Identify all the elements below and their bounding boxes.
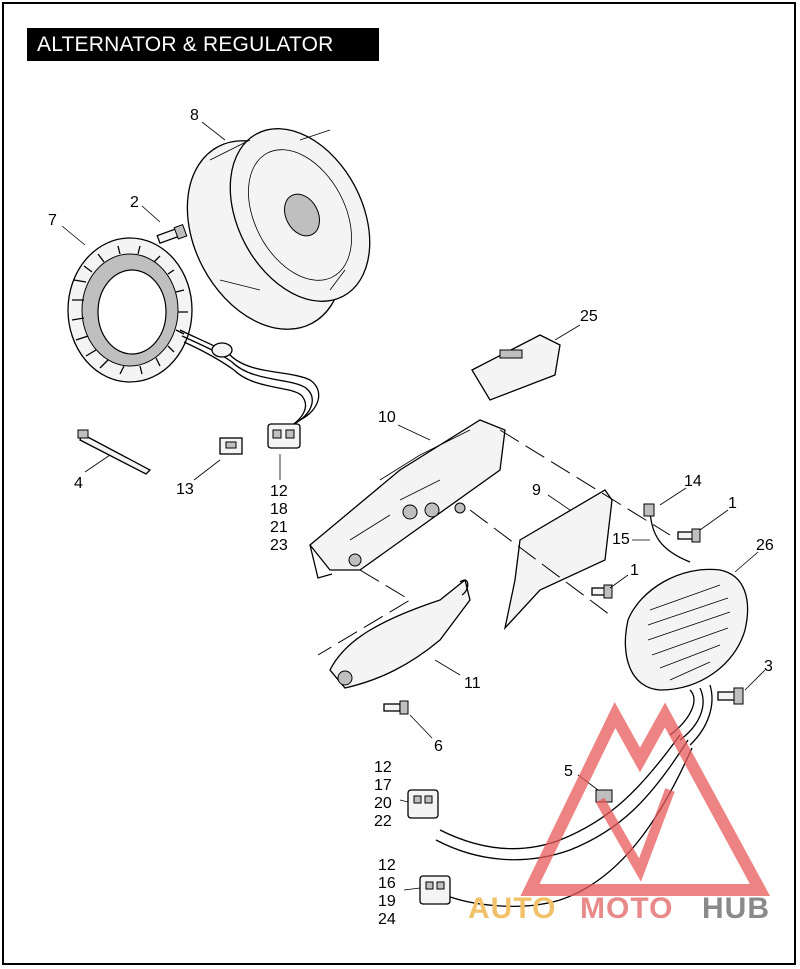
callout-13: 13 bbox=[176, 481, 194, 498]
callout-14: 14 bbox=[684, 473, 702, 490]
callout-19: 19 bbox=[378, 893, 396, 910]
diagram-title: ALTERNATOR & REGULATOR bbox=[27, 28, 379, 61]
callout-16: 16 bbox=[378, 875, 396, 892]
callout-6: 6 bbox=[434, 738, 443, 755]
regulator-output-harness bbox=[407, 734, 693, 907]
voltage-regulator-26 bbox=[624, 568, 749, 746]
screw-1b bbox=[591, 584, 613, 599]
stator-wire-harness bbox=[179, 329, 320, 449]
cover-25 bbox=[471, 334, 561, 401]
callout-10: 10 bbox=[378, 409, 396, 426]
callout-9: 9 bbox=[532, 482, 541, 499]
callout-1-b: 1 bbox=[630, 562, 639, 579]
callout-15: 15 bbox=[612, 531, 630, 548]
callout-7: 7 bbox=[48, 212, 57, 229]
callout-20: 20 bbox=[374, 795, 392, 812]
cable-strap-4 bbox=[77, 429, 152, 475]
watermark-moto-text: MOTO bbox=[580, 892, 673, 925]
callout-26: 26 bbox=[756, 537, 774, 554]
callout-22: 22 bbox=[374, 813, 392, 830]
callout-21: 21 bbox=[270, 519, 288, 536]
callout-24: 24 bbox=[378, 911, 396, 928]
ground-wire-15 bbox=[643, 503, 691, 563]
callout-12-a: 12 bbox=[270, 483, 288, 500]
callout-23: 23 bbox=[270, 537, 288, 554]
callout-4: 4 bbox=[74, 475, 83, 492]
callout-1-a: 1 bbox=[728, 495, 737, 512]
callout-12-c: 12 bbox=[378, 857, 396, 874]
heat-shield-11 bbox=[329, 578, 471, 689]
callout-17: 17 bbox=[374, 777, 392, 794]
watermark-logo bbox=[520, 702, 771, 896]
callout-12-b: 12 bbox=[374, 759, 392, 776]
callout-3: 3 bbox=[764, 658, 773, 675]
callout-5: 5 bbox=[564, 763, 573, 780]
clip-13 bbox=[219, 437, 243, 455]
callout-25: 25 bbox=[580, 308, 598, 325]
stator-part bbox=[67, 237, 193, 383]
watermark-auto-text: AUTO bbox=[468, 892, 556, 925]
bracket-plate-9 bbox=[503, 489, 613, 631]
screw-6 bbox=[383, 700, 409, 715]
leader-lines bbox=[61, 121, 766, 891]
screw-3 bbox=[717, 687, 744, 705]
callout-8: 8 bbox=[190, 107, 199, 124]
screw-2 bbox=[156, 224, 188, 245]
rotor-part bbox=[186, 128, 371, 330]
callout-18: 18 bbox=[270, 501, 288, 518]
screw-1a bbox=[677, 528, 701, 543]
callout-11: 11 bbox=[464, 675, 481, 692]
watermark-hub-text: HUB bbox=[702, 892, 770, 925]
callout-2: 2 bbox=[130, 194, 139, 211]
mounting-bracket-10 bbox=[309, 419, 506, 579]
alignment-lines bbox=[317, 429, 671, 656]
